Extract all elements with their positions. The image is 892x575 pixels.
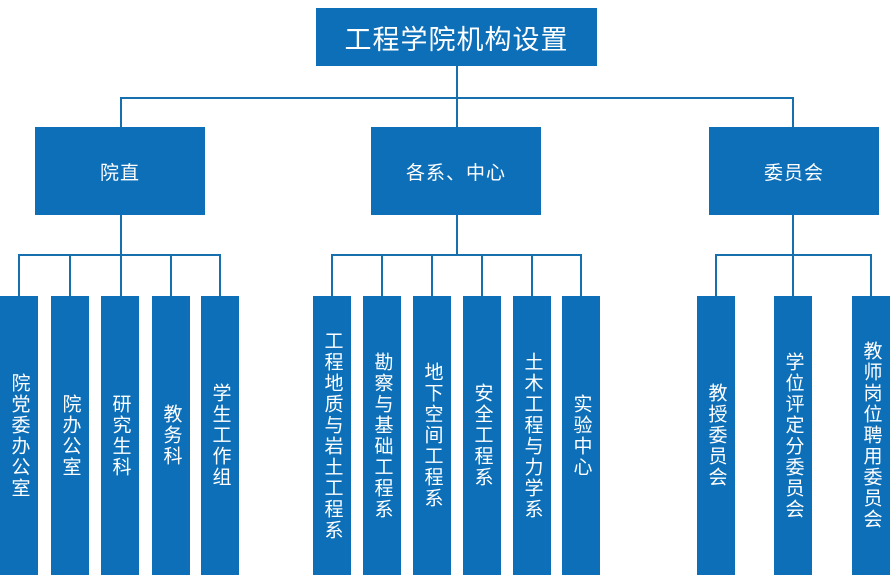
leaf-node-professors-committee[interactable]: 教授委员会 [697, 296, 735, 575]
leaf-node-experiment-center[interactable]: 实验中心 [562, 296, 600, 575]
group-node-administration-label: 院直 [99, 162, 140, 184]
leaf-node-label: 地下空间工程系 [421, 362, 443, 509]
leaf-node-label: 工程地质与岩土工程系 [321, 330, 343, 541]
leaf-node-label: 土木工程与力学系 [521, 351, 543, 520]
leaf-node-graduate-section[interactable]: 研究生科 [101, 296, 139, 575]
leaf-node-label: 教授委员会 [705, 383, 727, 488]
group-node-committees-label: 委员会 [763, 162, 824, 184]
leaf-node-engineering-geology-geotechnical[interactable]: 工程地质与岩土工程系 [313, 296, 351, 575]
connector-departments-drop-1 [331, 254, 333, 296]
connector-departments-drop-3 [431, 254, 433, 296]
connector-administration-drop-4 [170, 254, 172, 296]
leaf-node-degree-evaluation-subcommittee[interactable]: 学位评定分委员会 [774, 296, 812, 575]
connector-departments-drop-6 [580, 254, 582, 296]
group-node-committees[interactable]: 委员会 [709, 127, 879, 215]
connector-drop-administration [120, 97, 122, 127]
root-node-label: 工程学院机构设置 [344, 24, 569, 55]
leaf-node-label: 院办公室 [59, 393, 81, 478]
connector-departments-stem [456, 215, 458, 255]
group-node-departments[interactable]: 各系、中心 [371, 127, 541, 215]
leaf-node-label: 院党委办公室 [8, 372, 30, 499]
connector-departments-drop-5 [531, 254, 533, 296]
connector-administration-drop-5 [219, 254, 221, 296]
leaf-node-label: 勘察与基础工程系 [371, 351, 393, 520]
leaf-node-label: 实验中心 [570, 393, 592, 478]
leaf-node-underground-space-engineering[interactable]: 地下空间工程系 [413, 296, 451, 575]
connector-administration-stem [120, 215, 122, 255]
connector-drop-committees [792, 97, 794, 127]
leaf-node-academic-affairs-section[interactable]: 教务科 [152, 296, 190, 575]
leaf-node-student-work-group[interactable]: 学生工作组 [201, 296, 239, 575]
connector-committees-drop-3 [870, 254, 872, 296]
connector-departments-bus [331, 254, 581, 256]
connector-administration-drop-2 [69, 254, 71, 296]
connector-departments-drop-2 [381, 254, 383, 296]
group-node-administration[interactable]: 院直 [35, 127, 205, 215]
connector-administration-bus [18, 254, 220, 256]
connector-administration-drop-3 [120, 254, 122, 296]
leaf-node-label: 学生工作组 [209, 383, 231, 488]
leaf-node-faculty-appointment-committee[interactable]: 教师岗位聘用委员会 [852, 296, 890, 575]
connector-drop-departments [456, 97, 458, 127]
connector-committees-drop-1 [715, 254, 717, 296]
leaf-node-party-committee-office[interactable]: 院党委办公室 [0, 296, 38, 575]
root-node-engineering-college[interactable]: 工程学院机构设置 [316, 8, 597, 66]
leaf-node-label: 研究生科 [109, 393, 131, 478]
leaf-node-label: 教务科 [160, 404, 182, 467]
connector-root-stem [456, 66, 458, 98]
leaf-node-civil-engineering-mechanics[interactable]: 土木工程与力学系 [513, 296, 551, 575]
leaf-node-label: 教师岗位聘用委员会 [860, 341, 882, 530]
leaf-node-label: 安全工程系 [471, 383, 493, 488]
connector-departments-drop-4 [481, 254, 483, 296]
leaf-node-label: 学位评定分委员会 [782, 351, 804, 520]
connector-administration-drop-1 [18, 254, 20, 296]
leaf-node-safety-engineering[interactable]: 安全工程系 [463, 296, 501, 575]
group-node-departments-label: 各系、中心 [405, 162, 506, 184]
leaf-node-college-office[interactable]: 院办公室 [51, 296, 89, 575]
connector-committees-stem [792, 215, 794, 255]
connector-committees-drop-2 [792, 254, 794, 296]
leaf-node-survey-foundation-engineering[interactable]: 勘察与基础工程系 [363, 296, 401, 575]
